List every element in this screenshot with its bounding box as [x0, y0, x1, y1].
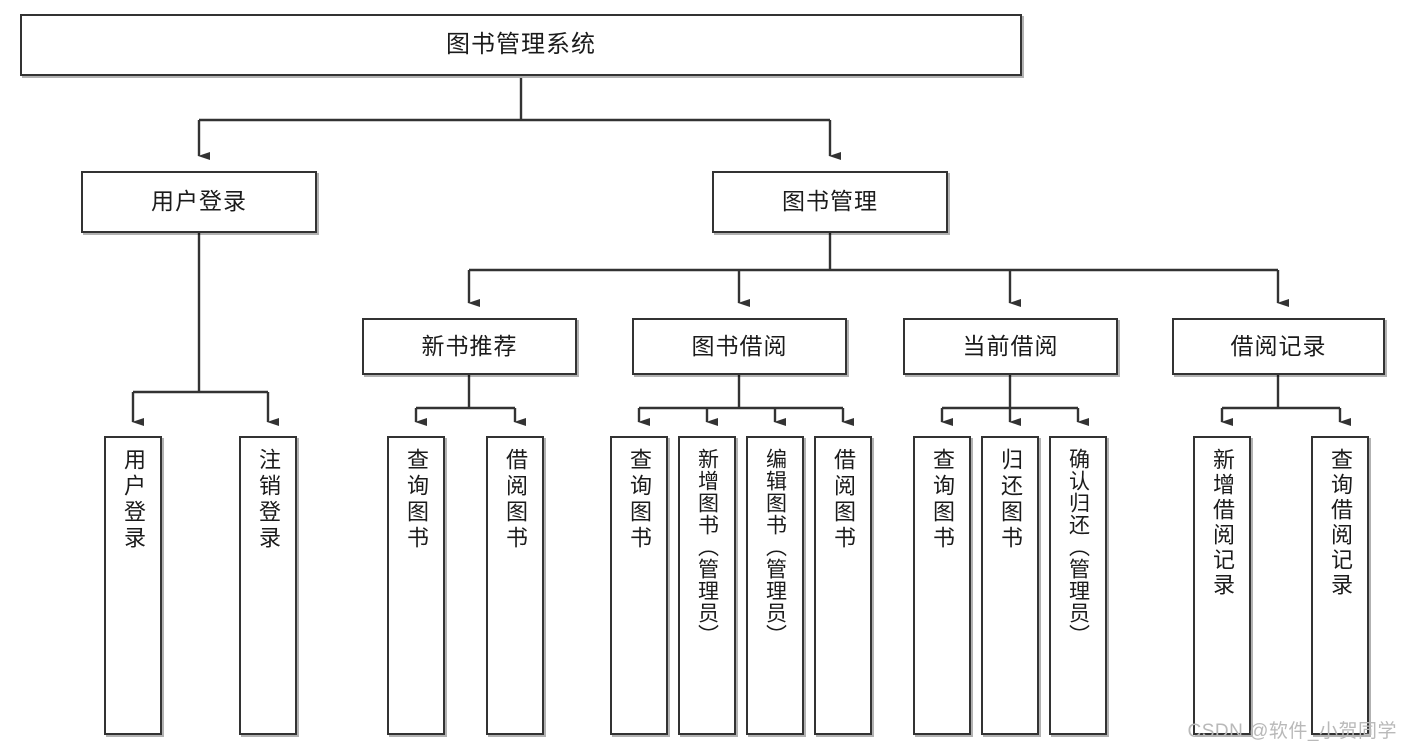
node-label: 确认归还（管理员） — [1066, 448, 1090, 646]
node-new-book-recommend[interactable]: 新书推荐 — [362, 318, 577, 375]
node-label: 用户登录 — [151, 188, 247, 215]
leaf-new-book-borrow-book[interactable]: 借阅图书 — [486, 436, 544, 735]
node-label: 借阅图书 — [831, 448, 856, 552]
node-label: 归还图书 — [998, 448, 1023, 552]
node-label: 新书推荐 — [421, 332, 518, 359]
node-label: 新增借阅记录 — [1210, 448, 1235, 598]
node-label: 借阅图书 — [503, 448, 528, 552]
node-label: 借阅记录 — [1230, 332, 1327, 359]
node-label: 当前借阅 — [962, 332, 1059, 359]
node-book-borrow[interactable]: 图书借阅 — [632, 318, 847, 375]
node-label: 查询图书 — [404, 448, 429, 552]
node-label: 图书管理系统 — [446, 30, 596, 58]
leaf-current-borrow-query-book[interactable]: 查询图书 — [913, 436, 971, 735]
node-label: 新增图书（管理员） — [695, 448, 719, 646]
node-label: 查询图书 — [930, 448, 955, 552]
node-label: 查询借阅记录 — [1328, 448, 1353, 598]
leaf-book-borrow-borrow-book[interactable]: 借阅图书 — [814, 436, 872, 735]
node-book-management[interactable]: 图书管理 — [712, 171, 948, 233]
csdn-watermark: CSDN @软件_小贺同学 — [1187, 721, 1397, 742]
node-label: 注销登录 — [256, 448, 281, 552]
leaf-current-borrow-return-book[interactable]: 归还图书 — [981, 436, 1039, 735]
node-label: 图书管理 — [782, 188, 878, 215]
node-root-book-management-system[interactable]: 图书管理系统 — [20, 14, 1022, 76]
leaf-new-book-query-book[interactable]: 查询图书 — [387, 436, 445, 735]
leaf-user-login-logout[interactable]: 注销登录 — [239, 436, 297, 735]
leaf-book-borrow-query-book[interactable]: 查询图书 — [610, 436, 668, 735]
leaf-borrow-record-add-record[interactable]: 新增借阅记录 — [1193, 436, 1251, 735]
node-current-borrow[interactable]: 当前借阅 — [903, 318, 1118, 375]
leaf-book-borrow-edit-book-admin[interactable]: 编辑图书（管理员） — [746, 436, 804, 735]
node-label: 编辑图书（管理员） — [763, 448, 787, 646]
leaf-current-borrow-confirm-return-admin[interactable]: 确认归还（管理员） — [1049, 436, 1107, 735]
node-label: 图书借阅 — [691, 332, 788, 359]
leaf-user-login-login[interactable]: 用户登录 — [104, 436, 162, 735]
node-user-login[interactable]: 用户登录 — [81, 171, 317, 233]
node-label: 查询图书 — [627, 448, 652, 552]
node-borrow-record[interactable]: 借阅记录 — [1172, 318, 1385, 375]
node-label: 用户登录 — [121, 448, 146, 552]
leaf-book-borrow-add-book-admin[interactable]: 新增图书（管理员） — [678, 436, 736, 735]
leaf-borrow-record-query-record[interactable]: 查询借阅记录 — [1311, 436, 1369, 735]
